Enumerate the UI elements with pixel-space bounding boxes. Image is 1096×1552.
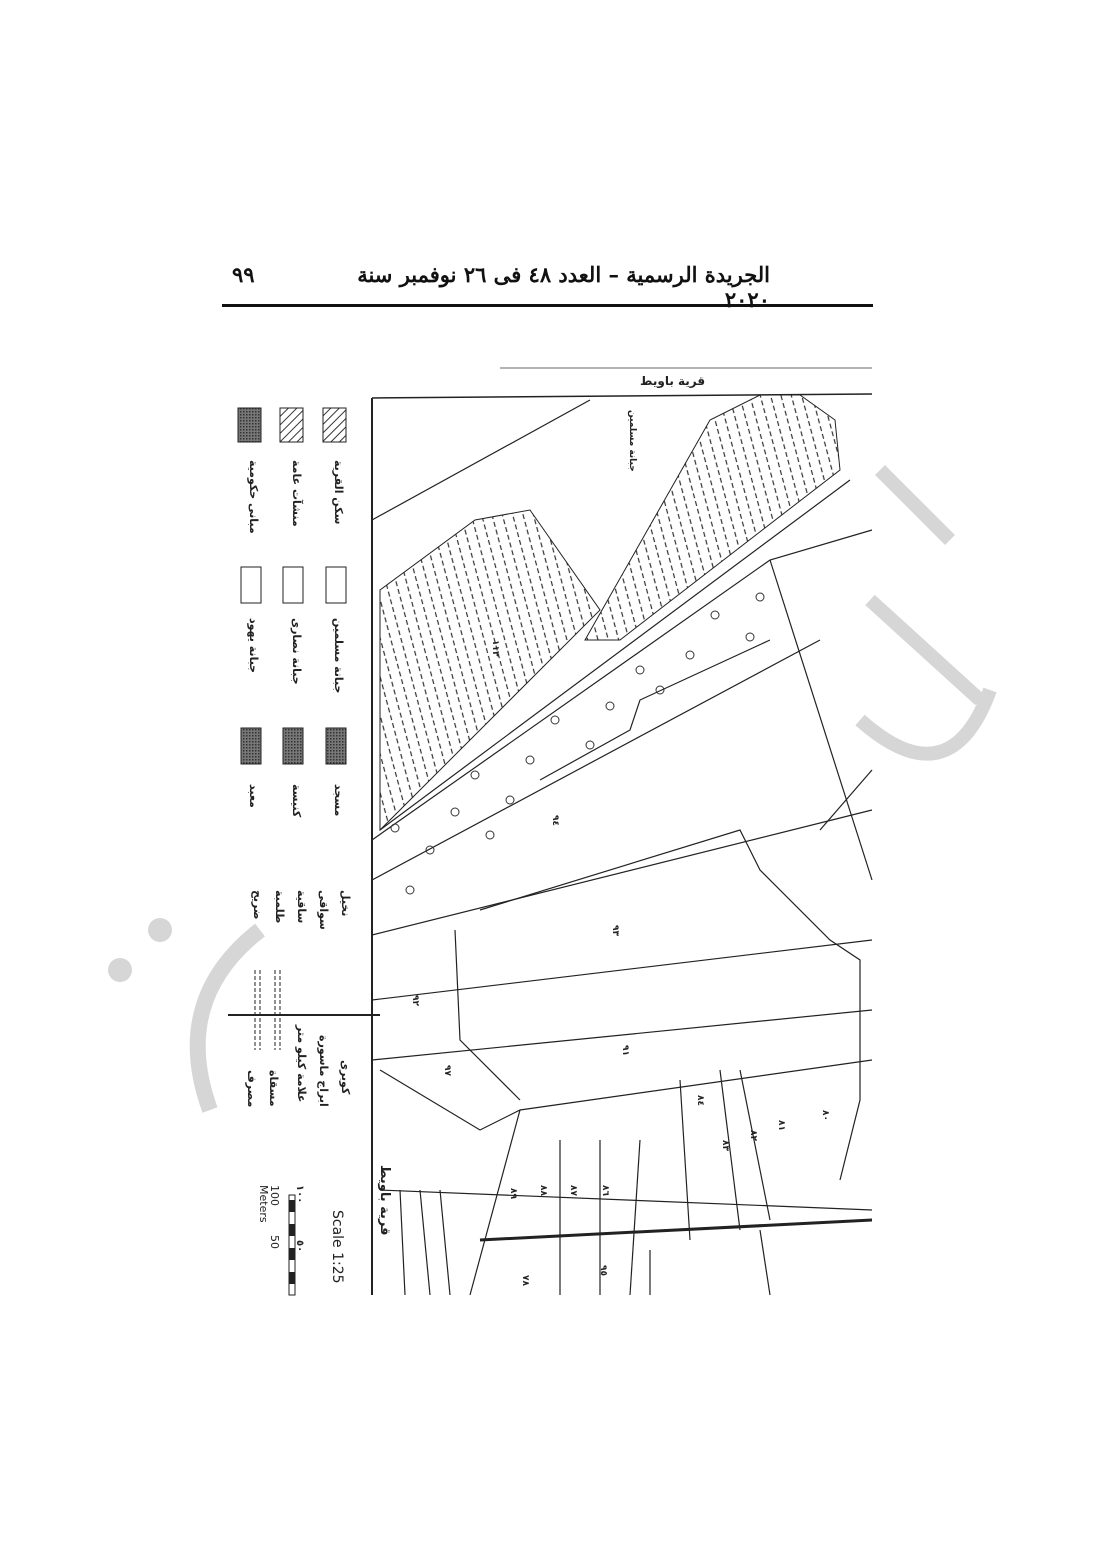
parcel-number: ٩٣ — [610, 925, 620, 936]
cemetery-area-right — [584, 394, 841, 641]
legend-label: منشآت عامة — [290, 460, 303, 527]
parcel-number: ٨٣ — [720, 1140, 730, 1151]
scale-unit: Meters — [257, 1185, 270, 1223]
watermark-logo — [108, 465, 997, 1113]
legend-label: مسقاة — [267, 1070, 280, 1107]
cemetery-area-left — [379, 509, 601, 832]
scale-bar — [288, 1194, 296, 1296]
legend-label: ضريح — [251, 890, 264, 920]
palm-markers — [390, 592, 765, 895]
legend-label: علامة كيلو متر — [295, 1025, 308, 1103]
parcel-number: ٨٧ — [568, 1185, 578, 1196]
legend-label: نخيل — [339, 890, 352, 917]
legend-label: سكن القرية — [332, 460, 345, 525]
parcel-number: ٨٢ — [748, 1130, 758, 1141]
parcel-number: ٩٤ — [550, 815, 560, 826]
parcel-number: ٩٥ — [598, 1265, 608, 1276]
legend-label: مصرف — [245, 1070, 258, 1108]
header-divider — [222, 304, 873, 307]
parcel-number: ١١٣ — [490, 640, 500, 657]
parcel-number: ٩٢ — [410, 995, 420, 1006]
legend-label: سواقى — [317, 890, 330, 930]
scale-tick-100-ar: ١٠٠ — [294, 1185, 305, 1204]
parcel-number: ٩٧ — [442, 1065, 452, 1076]
gazette-header-title: الجريدة الرسمية – العدد ٤٨ فى ٢٦ نوفمبر … — [357, 262, 770, 312]
parcel-number: ٨٨ — [538, 1185, 548, 1196]
scale-tick-50-ar: ٥٠ — [294, 1240, 305, 1253]
legend-symbols — [228, 407, 380, 1050]
parcel-number: ٨٠ — [820, 1110, 830, 1121]
parcel-number: ٨٩ — [508, 1188, 518, 1199]
page-number: ٩٩ — [232, 262, 255, 287]
cemetery-label: جبانة مسلمين — [627, 410, 637, 472]
legend-label: ساقية — [295, 890, 308, 924]
village-name-top: قرية باويط — [640, 374, 706, 388]
parcel-number: ٧٨ — [520, 1275, 530, 1286]
legend-label: مسجد — [332, 784, 345, 817]
legend-label: كوبرى — [339, 1060, 352, 1095]
village-name-side: قرية باويط — [377, 1165, 392, 1236]
parcel-number: ٨١ — [776, 1120, 786, 1131]
parcel-number: ٨٦ — [600, 1185, 610, 1196]
scale-tick-50: 50 — [268, 1235, 281, 1249]
scale-label: Scale 1:25 — [329, 1210, 345, 1284]
legend-label: جبانة مسلمين — [332, 618, 345, 694]
legend-label: مبانى حكومية — [247, 460, 260, 534]
legend-label: ابراج ماسورة — [317, 1035, 330, 1107]
map-linework — [371, 367, 873, 1296]
legend-label: معبد — [247, 784, 260, 808]
legend-label: طلمبة — [273, 890, 286, 924]
parcel-number: ٩١ — [620, 1045, 630, 1056]
legend-label: جبانة يهود — [247, 618, 260, 674]
legend-label: كنيسة — [290, 784, 303, 818]
legend-label: جبانة نصارى — [290, 618, 303, 685]
parcel-number: ٨٤ — [695, 1095, 705, 1106]
